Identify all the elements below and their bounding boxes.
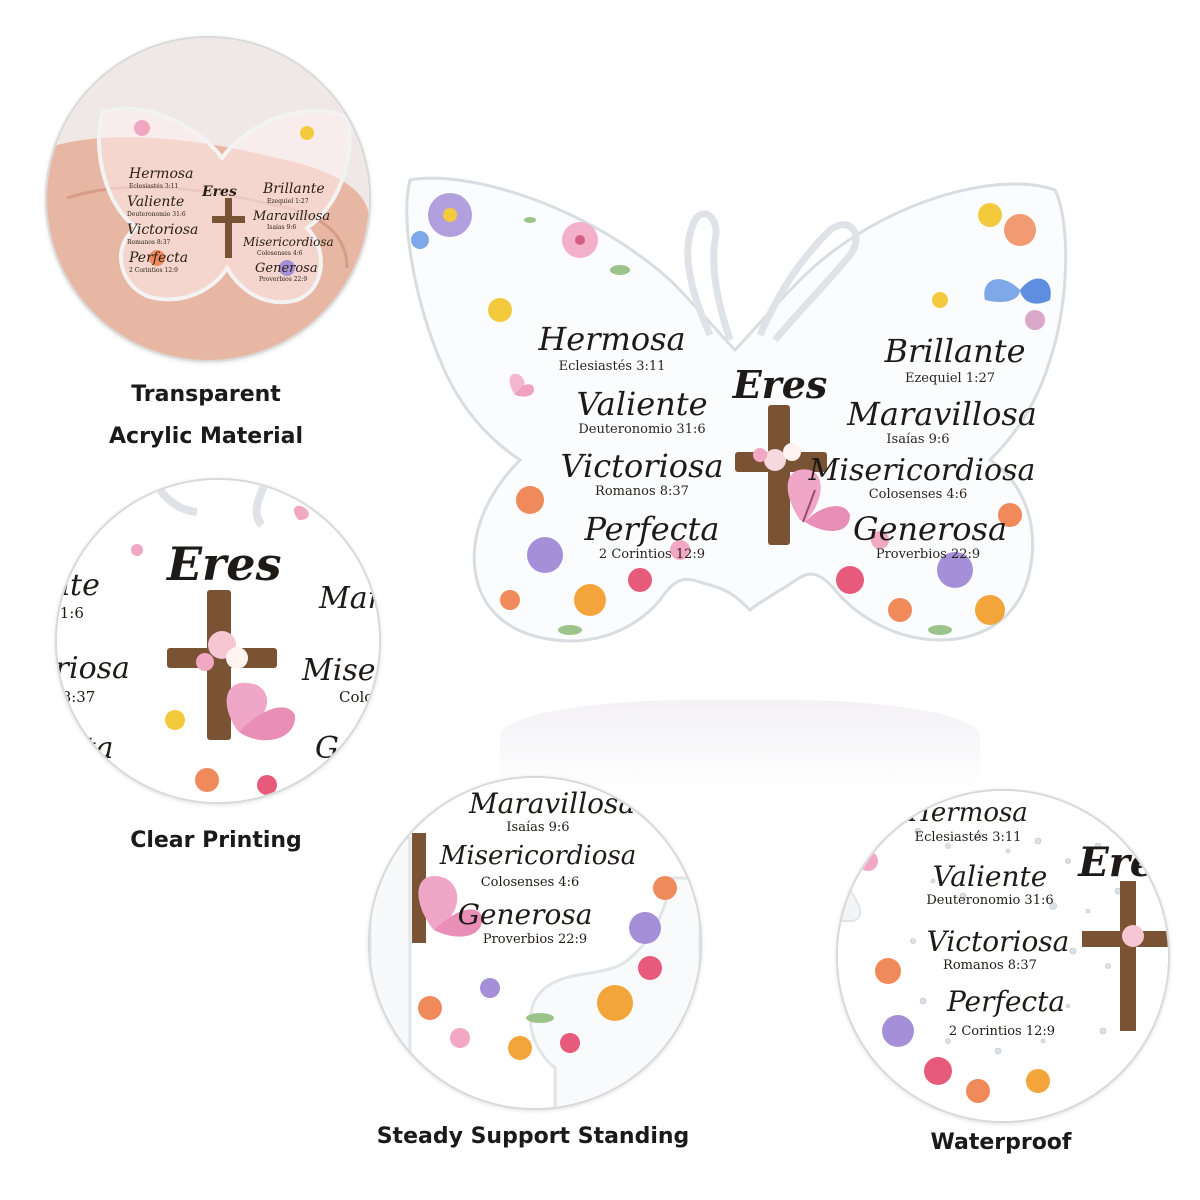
right-word-4: Generosa [853,510,1007,548]
left-ref-2: Deuteronomio 31:6 [578,422,705,437]
flower-cluster-top-left [411,193,630,322]
left-ref-1: Eclesiastés 3:11 [559,359,666,374]
hand-right-word-2: Maravillosa [252,209,330,224]
label-waterproof: Waterproof [930,1130,1072,1155]
detail-circle-steady-support: Maravillosa Isaías 9:6 Misericordiosa Co… [368,776,702,1110]
steady-right-ref-4: Proverbios 22:9 [483,932,587,947]
water-left-word-2: Valiente [933,860,1048,893]
hand-right-ref-3: Colosenses 4:6 [257,250,303,257]
clear-left-ref-3: Romanos 8:37 [57,688,95,706]
clear-right-word-3: Misericordiosa [301,653,379,688]
water-left-word-4: Perfecta [946,985,1065,1018]
closeup-water-drops-image: Hermosa Eclesiastés 3:11 Valiente Deuter… [838,791,1168,1121]
water-left-word-3: Victoriosa [927,925,1070,958]
label-transparent-line2: Acrylic Material [109,424,303,449]
plaque-title: Eres [732,362,828,407]
right-word-3: Misericordiosa [808,453,1036,488]
right-word-2: Maravillosa [846,395,1037,433]
water-left-ref-3: Romanos 8:37 [943,958,1037,973]
right-ref-2: Isaías 9:6 [886,432,949,447]
hand-right-word-4: Generosa [255,261,318,276]
steady-right-word-2: Maravillosa [468,787,635,820]
closeup-base-image: Maravillosa Isaías 9:6 Misericordiosa Co… [370,778,700,1108]
hand-left-ref-3: Romanos 8:37 [127,239,171,246]
clear-title: Eres [165,537,281,591]
right-ref-3: Colosenses 4:6 [869,487,968,502]
steady-right-ref-3: Colosenses 4:6 [481,875,580,890]
clear-left-ref-2: Deuteronomio 31:6 [57,604,84,622]
hand-right-ref-1: Ezequiel 1:27 [267,198,309,205]
label-steady-support: Steady Support Standing [376,1124,690,1149]
water-title: Eres [1077,839,1168,886]
hand-left-ref-1: Eclesiastés 3:11 [129,183,178,190]
left-word-1: Hermosa [537,320,685,358]
closeup-print-image: Eres Valiente Deuteronomio 31:6 Victorio… [57,480,379,802]
hand-left-ref-2: Deuteronomio 31:6 [127,211,186,218]
right-word-1: Brillante [884,332,1026,370]
detail-circle-transparent: Hermosa Eclesiastés 3:11 Valiente Deuter… [45,36,371,362]
butterfly-plaque-svg: Eres Hermosa Eclesiastés 3:11 Valiente D… [405,176,1068,643]
plaque-reflection [500,700,980,790]
hand-title: Eres [201,184,237,200]
hand-left-ref-4: 2 Corintios 12:9 [129,267,178,274]
water-left-ref-2: Deuteronomio 31:6 [926,893,1053,908]
right-ref-1: Ezequiel 1:27 [905,371,995,386]
antenna-right [756,221,860,343]
left-word-4: Perfecta [584,510,720,548]
left-word-2: Valiente [576,385,707,423]
right-ref-4: Proverbios 22:9 [876,547,980,562]
left-word-3: Victoriosa [560,447,723,485]
clear-right-word-4: Generosa [315,731,379,766]
hand-holding-plaque-image: Hermosa Eclesiastés 3:11 Valiente Deuter… [47,38,369,360]
detail-circle-waterproof: Hermosa Eclesiastés 3:11 Valiente Deuter… [836,789,1170,1123]
water-left-ref-1: Eclesiastés 3:11 [915,830,1022,845]
steady-right-ref-2: Isaías 9:6 [506,820,569,835]
steady-right-word-4: Generosa [458,898,593,931]
antenna-left [684,210,734,342]
hand-left-word-2: Valiente [127,194,184,210]
hand-left-word-4: Perfecta [128,250,188,266]
hand-left-word-3: Victoriosa [127,222,198,238]
butterfly-plaque: Eres Hermosa Eclesiastés 3:11 Valiente D… [380,160,1080,700]
hand-left-word-1: Hermosa [128,166,193,182]
plaque-outline [405,176,1068,643]
cross-icon [735,405,827,545]
small-butterfly-icon [509,373,535,397]
water-drops [910,827,1122,1055]
label-clear-printing: Clear Printing [130,828,302,853]
butterfly-icon [787,469,850,532]
clear-left-word-3: Victoriosa [57,651,130,686]
steady-right-word-3: Misericordiosa [439,841,637,871]
detail-circle-clear-printing: Eres Valiente Deuteronomio 31:6 Victorio… [55,478,381,804]
water-left-word-1: Hermosa [907,798,1028,828]
hand-right-ref-2: Isaías 9:6 [267,224,296,231]
clear-right-ref-3: Colosenses 4:6 [339,688,379,706]
hand-right-ref-4: Proverbios 22:9 [259,276,307,283]
flower-cluster-bottom [500,486,1022,635]
left-ref-4: 2 Corintios 12:9 [599,547,705,562]
clear-left-word-4: Perfecta [57,731,114,766]
water-left-ref-4: 2 Corintios 12:9 [949,1024,1055,1039]
flower-cluster-top-right [932,203,1051,330]
hand-right-word-3: Misericordiosa [242,235,334,249]
clear-right-word-2: Maravillosa [318,581,379,616]
hand-right-word-1: Brillante [262,181,325,197]
label-transparent-line1: Transparent [131,382,281,407]
clear-left-word-2: Valiente [57,568,100,603]
left-ref-3: Romanos 8:37 [595,484,689,499]
